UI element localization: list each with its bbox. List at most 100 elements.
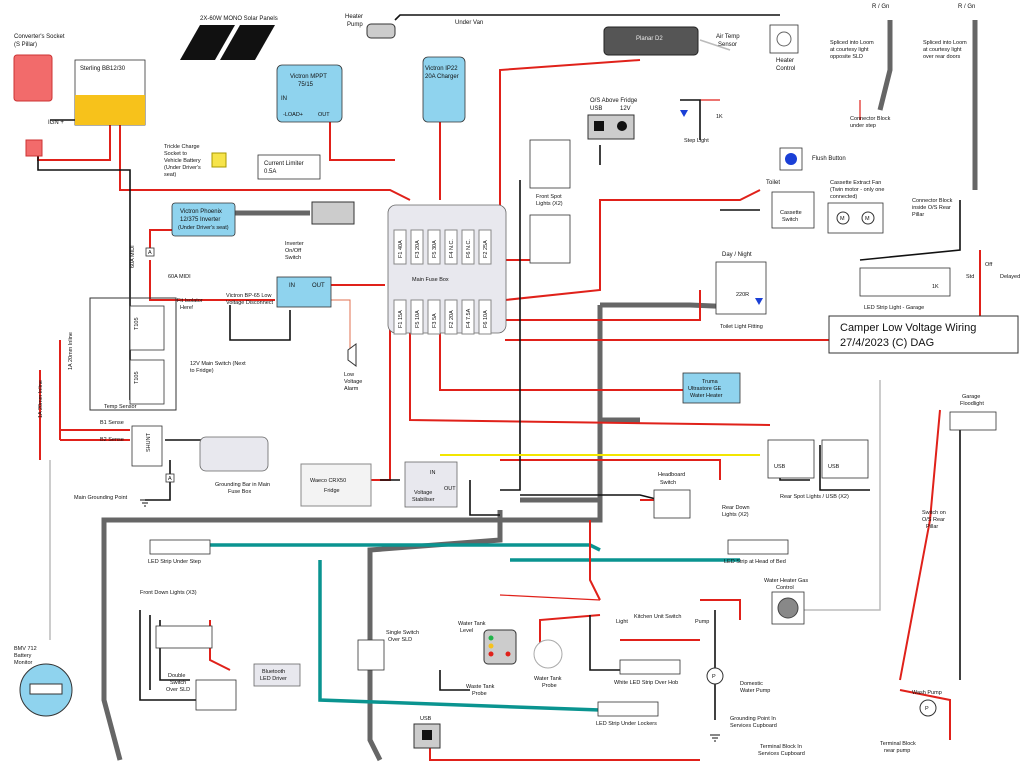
bp65-2: Voltage Disconnect: [226, 300, 274, 306]
toilet-light-led-icon: [755, 298, 763, 305]
grey-cable-loom-1: [877, 20, 893, 111]
current-limiter-2: 0.5A: [264, 169, 276, 175]
spliced-2b: at courtesy light: [923, 47, 962, 53]
fan-motor-icon-2: [861, 211, 875, 225]
truma-box: [682, 372, 741, 404]
fuse-slot: [393, 229, 407, 265]
mains-socket: [311, 201, 355, 225]
solar-panel-1: [180, 25, 235, 60]
heater-control-dial: [776, 31, 792, 47]
victron-inverter: Victron Phoenix 12/375 Inverter (Under D…: [171, 201, 355, 261]
led-strips: LED Strip Under Step LED Strip at Head o…: [148, 539, 789, 727]
red-truma-feed: [439, 330, 700, 391]
fuse-label: F4 N.C.: [449, 239, 455, 258]
bp65-1: Victron BP-65 Low: [226, 293, 271, 299]
trickle-3: Vehicle Battery: [164, 158, 201, 164]
black-rear-usb-2: [819, 445, 870, 491]
double-switch-3: Over SLD: [166, 687, 190, 693]
mppt-out-label: OUT: [318, 112, 330, 118]
trickle-charge: Trickle Charge Socket to Vehicle Battery…: [164, 144, 321, 180]
connector-rear-1: Connector Block: [912, 198, 953, 204]
title-block: Camper Low Voltage Wiring 27/4/2023 (C) …: [828, 315, 1019, 354]
front-spot-lights: Front Spot Lights (X2): [529, 139, 571, 264]
ground-symbols: [140, 499, 720, 742]
alarm-speaker-icon: [347, 343, 357, 367]
tank-led-yellow: [488, 643, 494, 649]
planar-label: Planar D2: [636, 36, 663, 42]
b2-sense: B2 Sense: [100, 437, 124, 443]
truma-2: Ultrastore GE: [688, 386, 722, 392]
waste-probe-2: Probe: [472, 691, 487, 697]
fuse-slot: [461, 299, 475, 335]
heater-pump-body: [366, 23, 396, 39]
ip22-label-2: 20A Charger: [425, 74, 459, 80]
headboard-1: Headboard: [658, 472, 685, 478]
shunt-box: [131, 425, 163, 467]
red-sterling-in: [37, 120, 111, 161]
sterling-battery-band: [75, 95, 145, 125]
water-tank-level-1: Water Tank: [458, 621, 486, 627]
converters-socket: Converter's Socket (S Pillar): [13, 34, 65, 102]
gas-control-knob[interactable]: [777, 597, 799, 619]
usb-a: USB: [774, 464, 786, 470]
spliced-1a: Spliced into Loom: [830, 40, 874, 46]
waeco-1: Waeco CRX50: [310, 478, 346, 484]
stab-1: Voltage: [414, 490, 432, 496]
usb-port-icon: [594, 121, 604, 131]
double-switch-1: Double: [168, 673, 185, 679]
off-label: Off: [985, 262, 993, 268]
main-fuse-box-label: Main Fuse Box: [412, 277, 449, 283]
cassette-fan-1: Cassette Extract Fan: [830, 180, 881, 186]
step-light-label: Step Light: [684, 138, 709, 144]
front-spot-1: Front Spot: [536, 194, 562, 200]
spliced-1c: opposite SLD: [830, 54, 863, 60]
fuse-label: F4 7.5A: [466, 308, 472, 328]
bp65-in: IN: [289, 283, 295, 289]
rear-usb-box-2: [821, 439, 869, 479]
fuse-label: F1 40A: [398, 240, 404, 258]
red-toilet-light: [505, 290, 701, 321]
double-switch-box[interactable]: [195, 679, 237, 711]
black-hob: [589, 615, 620, 671]
rear-spot: Rear Spot Lights / USB (X2): [780, 494, 849, 500]
title-box: [828, 315, 1019, 354]
rgn-label-2: R / Gn: [958, 4, 975, 10]
led-strip-bed-box: [727, 539, 789, 555]
connector-rear-3: Pillar: [912, 212, 924, 218]
converter-socket-label-2: (S Pillar): [14, 42, 37, 48]
ground-services-1: Grounding Point In: [730, 716, 776, 722]
inverter-onoff-2: On/Off: [285, 248, 302, 254]
air-temp-label-1: Air Temp: [716, 34, 740, 40]
single-switch-box[interactable]: [357, 639, 385, 671]
water-heater-gas-1: Water Heater Gas: [764, 578, 808, 584]
fridge-usb-label-1: O/S Above Fridge: [590, 98, 638, 104]
loom-splices: R / Gn R / Gn Spliced into Loom at court…: [680, 4, 975, 144]
midi-60a-1: 60A MIDI: [130, 245, 136, 268]
mppt-label-2: 75/15: [298, 82, 314, 88]
m1: M: [840, 216, 845, 222]
usb-b: USB: [828, 464, 840, 470]
red-rear-usb-feed: [409, 330, 771, 426]
stab-in: IN: [430, 470, 436, 476]
ground-icon-services: [710, 734, 720, 742]
flush-button-icon[interactable]: [785, 153, 797, 165]
truma-heater: Truma Ultrastore GE Water Heater: [682, 372, 741, 404]
red-fridge-feed: [370, 320, 391, 481]
spliced-2a: Spliced into Loom: [923, 40, 967, 46]
garage-led: LED Strip Light - Garage 1K Std Off Dela…: [859, 262, 1020, 311]
title-line-2: 27/4/2023 (C) DAG: [840, 337, 934, 349]
connector-step-1: Connector Block: [850, 116, 891, 122]
red-heater-feed: [499, 59, 641, 210]
fuse-slot: [410, 229, 424, 265]
air-temp-label-2: Sensor: [718, 42, 737, 48]
trickle-5: seat): [164, 172, 176, 178]
inverter-label-1: Victron Phoenix: [180, 209, 222, 215]
cassette-fan-3: connected): [830, 194, 857, 200]
shunt-label: SHUNT: [146, 432, 152, 452]
grey-main-cable: [101, 305, 603, 600]
ground-services-2: Services Cupboard: [730, 723, 777, 729]
switch-os-2: O/S Rear: [922, 517, 945, 523]
teal-cable-step: [200, 543, 601, 552]
ground-bar-box: [199, 436, 269, 472]
headboard-switch-box[interactable]: [653, 489, 691, 519]
